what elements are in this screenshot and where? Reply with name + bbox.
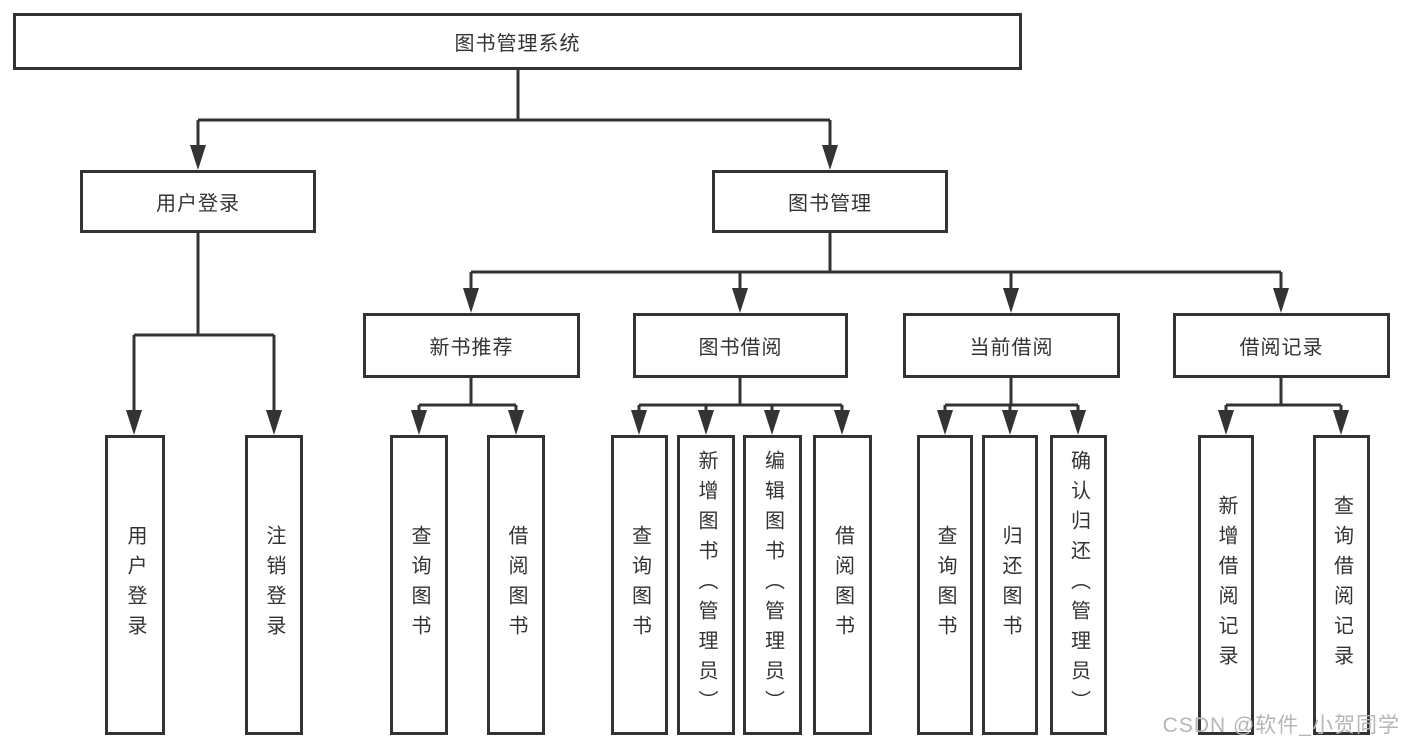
node-label: 图书管理系统 [454, 33, 581, 55]
node-user-login-branch: 用户登录 [80, 170, 316, 233]
node-label: 新增借阅记录 [1215, 495, 1237, 675]
node-label: 借阅图书 [831, 525, 854, 645]
node-label: 编辑图书（管理员） [761, 450, 784, 720]
node-label: 确认归还（管理员） [1067, 450, 1090, 720]
node-label: 注销登录 [263, 525, 285, 645]
csdn-watermark: CSDN @软件_小贺同学 [1162, 714, 1400, 737]
node-label: 新增图书（管理员） [695, 450, 717, 720]
node-label: 查询借阅记录 [1330, 495, 1353, 675]
leaf-confirm-return-admin: 确认归还（管理员） [1050, 435, 1107, 735]
leaf-query-books-2: 查询图书 [611, 435, 668, 735]
leaf-edit-books-admin: 编辑图书（管理员） [743, 435, 802, 735]
leaf-logout: 注销登录 [245, 435, 303, 735]
node-label: 新书推荐 [429, 337, 514, 359]
node-label: 借阅记录 [1239, 337, 1324, 359]
leaf-query-books-1: 查询图书 [390, 435, 448, 735]
node-label: 查询图书 [934, 525, 956, 645]
leaf-query-books-3: 查询图书 [917, 435, 973, 735]
node-label: 用户登录 [124, 525, 146, 645]
leaf-query-borrow-record: 查询借阅记录 [1313, 435, 1370, 735]
node-library-management-system: 图书管理系统 [13, 13, 1022, 70]
node-book-management-branch: 图书管理 [712, 170, 948, 233]
node-book-borrowing: 图书借阅 [633, 313, 848, 378]
node-label: 用户登录 [156, 193, 240, 215]
node-label: 当前借阅 [969, 337, 1054, 359]
node-label: 查询图书 [628, 525, 651, 645]
leaf-add-borrow-record: 新增借阅记录 [1198, 435, 1254, 735]
node-new-book-recommend: 新书推荐 [363, 313, 580, 378]
node-label: 借阅图书 [505, 525, 527, 645]
node-label: 归还图书 [999, 525, 1021, 645]
leaf-add-books-admin: 新增图书（管理员） [677, 435, 735, 735]
leaf-user-login: 用户登录 [105, 435, 165, 735]
leaf-borrow-books-1: 借阅图书 [487, 435, 545, 735]
node-label: 查询图书 [408, 525, 430, 645]
node-current-borrowing: 当前借阅 [903, 313, 1120, 378]
node-label: 图书管理 [788, 193, 872, 215]
leaf-borrow-books-2: 借阅图书 [813, 435, 872, 735]
leaf-return-books: 归还图书 [982, 435, 1038, 735]
node-borrowing-records: 借阅记录 [1173, 313, 1390, 378]
node-label: 图书借阅 [698, 337, 783, 359]
